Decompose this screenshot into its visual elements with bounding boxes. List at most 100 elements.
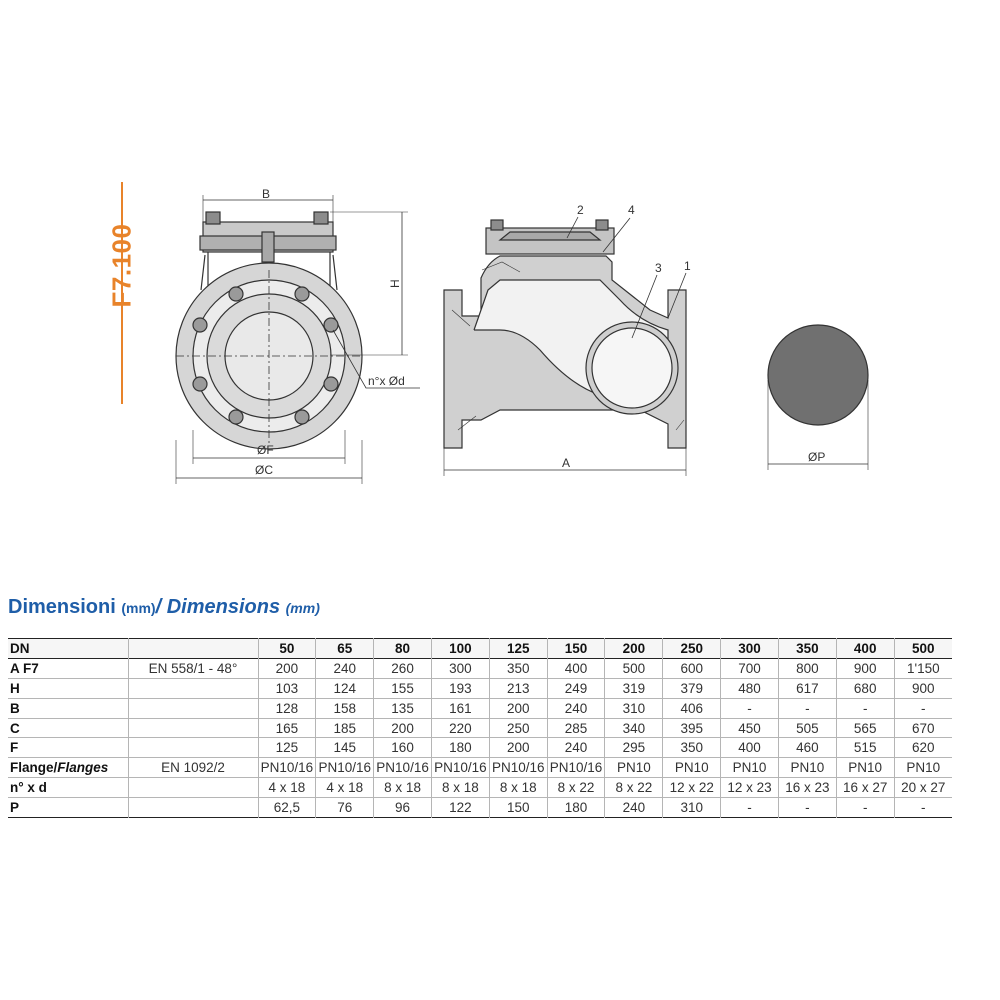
- table-cell: 8 x 22: [546, 777, 605, 798]
- table-cell: 155: [373, 678, 432, 699]
- table-cell: 125: [257, 737, 316, 758]
- dn-header-cell: 300: [720, 638, 779, 659]
- table-cell: 96: [373, 797, 432, 818]
- row-label: n° x d: [8, 778, 128, 798]
- table-cell: 213: [488, 678, 548, 699]
- table-cell: 250: [488, 718, 548, 738]
- table-cell: 240: [604, 797, 663, 818]
- table-cell: 103: [257, 678, 316, 699]
- table-cell: 12 x 23: [720, 777, 779, 798]
- row-label-italic: Flanges: [57, 760, 109, 776]
- table-cell: 161: [430, 698, 490, 719]
- table-cell: 240: [546, 737, 605, 758]
- table-cell: 16 x 23: [777, 777, 837, 798]
- table-cell: 617: [777, 678, 837, 699]
- title-italian: Dimensioni: [8, 596, 116, 618]
- table-cell: 160: [373, 737, 432, 758]
- row-label-text: P: [10, 800, 20, 816]
- unit-italian: (mm): [121, 600, 156, 616]
- table-cell: PN10: [893, 757, 952, 778]
- ball-view: [767, 324, 869, 470]
- dn-header-cell: 80: [373, 638, 432, 659]
- table-cell: -: [720, 698, 779, 719]
- row-standard: [127, 698, 258, 719]
- label-a: A: [562, 456, 570, 470]
- table-cell: 1'150: [893, 658, 952, 679]
- table-cell: -: [893, 797, 952, 818]
- table-cell: -: [835, 797, 895, 818]
- table-cell: 12 x 22: [662, 777, 721, 798]
- table-cell: 200: [257, 658, 316, 679]
- table-cell: 565: [835, 718, 895, 738]
- row-standard: [127, 797, 258, 818]
- table-cell: 505: [777, 718, 837, 738]
- unit-english: (mm): [285, 600, 320, 616]
- dn-header-cell: 250: [662, 638, 721, 659]
- front-view: [175, 195, 420, 484]
- dn-header-cell: 65: [315, 638, 374, 659]
- table-cell: PN10: [604, 757, 663, 778]
- row-label-text: n° x d: [10, 780, 47, 796]
- dn-header-cell: 50: [257, 638, 316, 659]
- row-label: F: [8, 738, 128, 758]
- section-title: Dimensioni (mm)/ Dimensions (mm): [8, 596, 320, 619]
- table-cell: 200: [373, 718, 432, 738]
- dn-header-cell: 400: [835, 638, 895, 659]
- table-cell: 150: [488, 797, 548, 818]
- table-cell: PN10/16: [373, 757, 432, 778]
- row-label: Flange/Flanges: [8, 758, 128, 778]
- table-cell: 600: [662, 658, 721, 679]
- table-cell: 295: [604, 737, 663, 758]
- table-cell: 124: [315, 678, 374, 699]
- dn-header-cell: 350: [777, 638, 837, 659]
- table-cell: 800: [777, 658, 837, 679]
- table-cell: -: [893, 698, 952, 719]
- table-cell: 249: [546, 678, 605, 699]
- table-cell: 395: [662, 718, 721, 738]
- table-cell: 200: [488, 737, 548, 758]
- table-cell: 260: [373, 658, 432, 679]
- table-cell: PN10: [835, 757, 895, 778]
- row-label: A F7: [8, 658, 128, 678]
- technical-drawing: B H ØF ØC n°x Ød A ØP 2 4 3 1: [175, 187, 869, 484]
- table-cell: -: [777, 698, 837, 719]
- title-english: Dimensions: [166, 596, 281, 618]
- dn-header-cell: 200: [604, 638, 663, 659]
- label-h: H: [388, 279, 402, 288]
- table-cell: -: [720, 797, 779, 818]
- table-cell: 16 x 27: [835, 777, 895, 798]
- table-cell: 200: [488, 698, 548, 719]
- table-cell: 220: [430, 718, 490, 738]
- table-cell: 4 x 18: [257, 777, 316, 798]
- table-cell: 135: [373, 698, 432, 719]
- table-cell: 680: [835, 678, 895, 699]
- table-cell: 240: [546, 698, 605, 719]
- table-cell: 4 x 18: [315, 777, 374, 798]
- table-cell: 310: [662, 797, 721, 818]
- table-cell: 122: [430, 797, 490, 818]
- row-label: H: [8, 678, 128, 698]
- row-standard: EN 1092/2: [127, 757, 258, 778]
- side-view: [443, 216, 687, 476]
- table-cell: 460: [777, 737, 837, 758]
- row-standard: [127, 678, 258, 699]
- table-cell: 8 x 18: [373, 777, 432, 798]
- table-cell: 515: [835, 737, 895, 758]
- row-label-text: DN: [10, 640, 30, 656]
- row-label: P: [8, 798, 128, 818]
- row-label-text: A F7: [10, 660, 39, 676]
- dn-header-cell: 150: [546, 638, 605, 659]
- label-part-2: 2: [577, 203, 584, 217]
- row-label-text: B: [10, 700, 20, 716]
- label-c: ØC: [255, 463, 273, 477]
- table-cell: -: [835, 698, 895, 719]
- row-standard: [127, 718, 258, 738]
- row-standard: [127, 737, 258, 758]
- title-slash: /: [155, 596, 162, 618]
- row-label-text: F: [10, 740, 19, 756]
- table-cell: 310: [604, 698, 663, 719]
